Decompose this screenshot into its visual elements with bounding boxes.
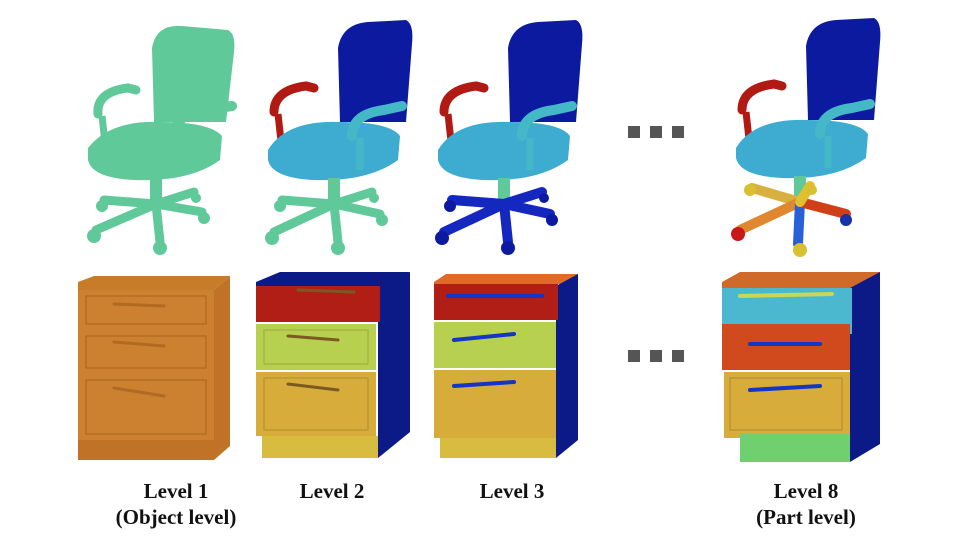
cabinet-side bbox=[378, 272, 410, 458]
cabinet-level-2 bbox=[256, 272, 410, 458]
cabinet-handles bbox=[112, 302, 166, 398]
chair-base bbox=[735, 181, 851, 249]
cabinet-level-3 bbox=[434, 274, 578, 458]
chair-base bbox=[269, 187, 385, 247]
ellipsis-bottom bbox=[628, 350, 684, 362]
cabinet-plinth bbox=[740, 434, 850, 462]
drawer-frames bbox=[85, 295, 207, 435]
chair-back bbox=[338, 20, 413, 122]
cabinet-drawer-2 bbox=[722, 324, 850, 370]
ellipsis-top bbox=[628, 126, 684, 138]
chair-arm-left bbox=[269, 81, 319, 117]
cabinet-side bbox=[850, 272, 880, 462]
chair-seat bbox=[736, 119, 868, 179]
chair-arm-right bbox=[169, 101, 237, 141]
cabinet-top bbox=[722, 272, 880, 288]
cabinet-side bbox=[556, 274, 578, 458]
chair-arm-right bbox=[347, 101, 407, 141]
cabinet-top bbox=[78, 276, 230, 290]
chair-back bbox=[508, 20, 583, 122]
chair-wheels bbox=[87, 193, 210, 255]
ellipsis-dot bbox=[650, 350, 662, 362]
cabinet-drawer-1 bbox=[78, 290, 214, 330]
cabinet-top bbox=[256, 272, 410, 286]
ellipsis-dot bbox=[650, 126, 662, 138]
chair-post bbox=[328, 178, 340, 204]
chair-arm-left bbox=[737, 79, 787, 115]
drawer-frames bbox=[263, 329, 369, 431]
chair-post bbox=[498, 178, 510, 204]
ellipsis-dot bbox=[672, 350, 684, 362]
level-name: Level 2 bbox=[299, 479, 365, 503]
cabinet-drawer-3 bbox=[434, 370, 556, 438]
chair-base bbox=[91, 187, 207, 247]
chair-back bbox=[806, 18, 881, 120]
chair-wheels bbox=[435, 193, 558, 255]
level-name: Level 1 bbox=[143, 479, 209, 503]
chair-arm-right bbox=[517, 101, 577, 141]
chair-seat bbox=[438, 121, 570, 181]
cabinet-side bbox=[214, 276, 230, 460]
cabinet-drawer-1 bbox=[434, 284, 558, 320]
cabinet-handles bbox=[738, 292, 834, 392]
chair-level-2 bbox=[265, 20, 413, 255]
cabinet-plinth bbox=[78, 440, 214, 460]
cabinet-level-8 bbox=[722, 272, 880, 462]
cabinet-plinth bbox=[262, 436, 378, 458]
cabinet-level-1 bbox=[78, 276, 230, 460]
chair-back bbox=[152, 25, 235, 122]
chair-seat bbox=[268, 121, 400, 181]
level-8-label: Level 8 (Part level) bbox=[706, 478, 906, 530]
level-1-label: Level 1 (Object level) bbox=[76, 478, 276, 530]
cabinet-drawer-2 bbox=[256, 324, 376, 370]
cabinet-drawer-3 bbox=[724, 372, 850, 438]
ellipsis-dot bbox=[628, 126, 640, 138]
chair-level-8 bbox=[731, 18, 881, 257]
chair-level-1 bbox=[87, 25, 237, 255]
chair-arm-right bbox=[815, 99, 875, 139]
chair-arm-left bbox=[439, 81, 489, 117]
cabinet-drawer-3 bbox=[256, 372, 376, 436]
chair-post bbox=[150, 178, 162, 204]
ellipsis-dot bbox=[672, 126, 684, 138]
cabinet-drawer-2 bbox=[78, 330, 214, 374]
chair-wheels bbox=[265, 193, 388, 255]
cabinet-top bbox=[434, 274, 578, 284]
chair-arm-left bbox=[93, 83, 141, 119]
cabinet-drawer-2 bbox=[434, 322, 556, 368]
cabinet-handles bbox=[286, 288, 356, 392]
cabinet-handles bbox=[446, 294, 544, 388]
level-3-label: Level 3 bbox=[412, 478, 612, 504]
chair-wheels bbox=[731, 184, 852, 257]
drawer-frames bbox=[729, 377, 843, 431]
level-subtitle: (Part level) bbox=[756, 505, 856, 529]
level-name: Level 8 bbox=[773, 479, 839, 503]
chair-seat bbox=[88, 121, 222, 181]
cabinet-drawer-3 bbox=[78, 374, 214, 440]
chair-base bbox=[439, 187, 555, 247]
chair-level-3 bbox=[435, 20, 583, 255]
ellipsis-dot bbox=[628, 350, 640, 362]
level-subtitle: (Object level) bbox=[115, 505, 237, 529]
cabinet-plinth bbox=[440, 438, 556, 458]
level-2-label: Level 2 bbox=[232, 478, 432, 504]
level-name: Level 3 bbox=[479, 479, 545, 503]
